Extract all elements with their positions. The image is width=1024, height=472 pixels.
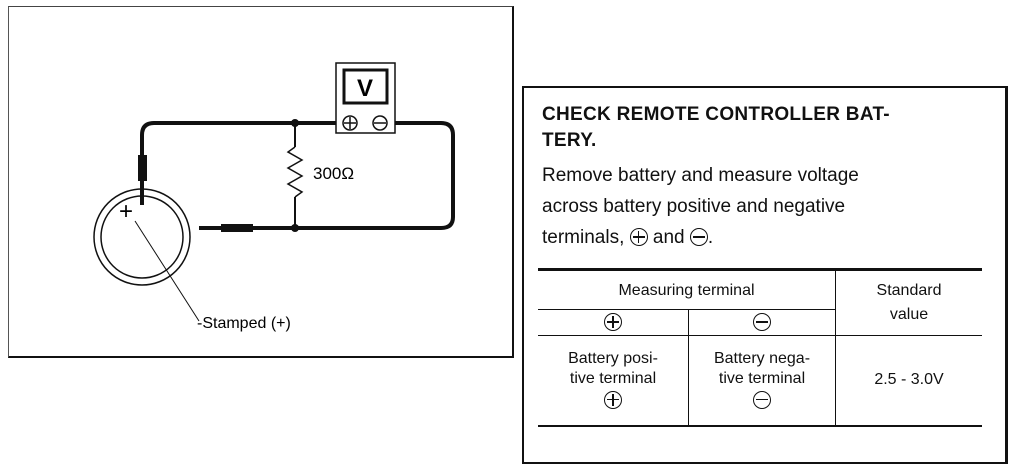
standard-value-header-line-2: value [889,306,929,323]
junction-bottom [291,224,299,232]
standard-value-header-line-1: Standard [876,282,942,299]
battery-inner-ring [100,195,184,279]
resistor [286,146,304,198]
positive-probe [138,155,147,181]
instructions-and-text: and [652,227,685,248]
negative-probe [221,224,253,232]
negative-terminal-icon [753,390,771,409]
positive-column-header [538,309,689,336]
stamped-label: -Stamped (+) [197,315,291,332]
battery-check-box: CHECK REMOTE CONTROLLER BAT- TERY. Remov… [522,86,1008,464]
negative-terminal-icon [753,313,771,331]
junction-top [291,119,299,127]
positive-terminal-icon [604,390,622,409]
instructions-line-3: terminals, and . [542,222,982,253]
instructions-text: Remove battery and measure voltage acros… [542,160,982,253]
circuit-diagram-panel: + 300Ω V -Stamped (+) [8,6,514,358]
instructions-period: . [707,227,714,248]
voltmeter-positive-terminal-icon [342,115,358,131]
standard-value-cell: 2.5 - 3.0V [835,335,982,427]
positive-cell-line-2: tive terminal [569,369,657,387]
instructions-line-1: Remove battery and measure voltage [542,165,859,186]
negative-terminal-cell: Battery nega- tive terminal [688,335,836,427]
heading-line-1: CHECK REMOTE CONTROLLER BAT- [542,104,890,125]
check-heading: CHECK REMOTE CONTROLLER BAT- TERY. [542,102,982,154]
instructions-terminals-text: terminals, [542,227,625,248]
measuring-terminal-header: Measuring terminal [538,268,836,310]
negative-column-header [688,309,836,336]
resistor-label: 300Ω [313,164,354,183]
spec-table: Measuring terminal Standard value Batter… [538,268,982,427]
voltmeter-negative-terminal-icon [372,115,388,131]
instructions-line-2: across battery positive and negative [542,196,846,217]
negative-cell-line-1: Battery nega- [713,349,811,367]
voltmeter-display [342,68,389,105]
negative-wire [199,121,455,230]
circuit-diagram: + 300Ω V -Stamped (+) [93,62,455,332]
positive-terminal-cell: Battery posi- tive terminal [538,335,689,427]
positive-terminal-icon [629,228,648,246]
standard-value-header: Standard value [835,268,982,336]
stamped-leader-line [134,220,200,322]
heading-line-2: TERY. [542,130,597,151]
negative-terminal-icon [689,228,708,246]
battery-plus-mark: + [119,198,133,225]
positive-wire [140,121,339,205]
negative-cell-line-2: tive terminal [718,369,806,387]
positive-cell-line-1: Battery posi- [568,349,658,367]
voltmeter-label: V [357,75,373,102]
positive-terminal-icon [604,313,622,331]
